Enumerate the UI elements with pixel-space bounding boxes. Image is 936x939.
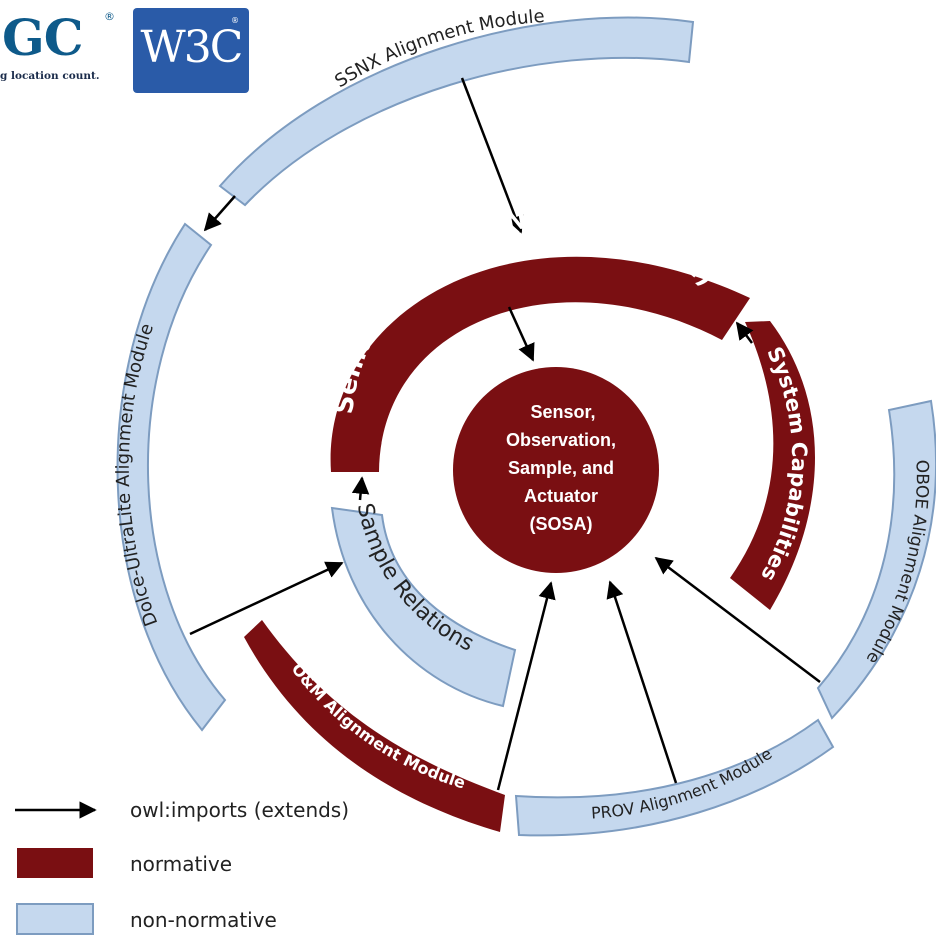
arrow-ssnx-to-dolce — [203, 195, 236, 232]
sosa-line-3: Sample, and — [508, 458, 614, 478]
arrow-dolce-to-sample — [189, 561, 344, 636]
arrow-prov-to-sosa — [606, 580, 678, 784]
ogc-logo: GC ® g location count. — [0, 0, 125, 95]
arrow-syscap-to-ssn — [735, 321, 754, 344]
legend-normative-label: normative — [130, 852, 232, 876]
w3c-logo: W3C ® — [133, 8, 249, 93]
arrow-sample-to-ssn — [351, 476, 370, 501]
w3c-logo-text: W3C — [140, 22, 244, 73]
arrow-ssnx-to-ssn — [460, 77, 524, 234]
arrow-ssn-to-sosa — [507, 306, 535, 362]
sosa-line-2: Observation, — [506, 430, 616, 450]
legend-non-normative-label: non-normative — [130, 908, 277, 932]
ogc-tagline: g location count. — [0, 70, 100, 82]
sosa-core-circle[interactable] — [453, 367, 659, 573]
system-capabilities-segment[interactable] — [730, 321, 815, 610]
ssnx-alignment-segment[interactable] — [218, 16, 695, 207]
dolce-alignment-segment[interactable] — [116, 222, 227, 732]
sample-relations-segment[interactable] — [330, 506, 517, 708]
sosa-line-1: Sensor, — [530, 402, 595, 422]
sosa-line-5: (SOSA) — [530, 514, 593, 534]
import-arrows — [189, 77, 821, 791]
legend: owl:imports (extends) normative non-norm… — [15, 798, 349, 935]
sosa-core-label: Sensor, Observation, Sample, and Actuato… — [506, 402, 616, 534]
prov-alignment-segment[interactable] — [514, 718, 835, 837]
om-alignment-segment[interactable] — [244, 620, 505, 832]
legend-non-normative-swatch — [16, 903, 94, 935]
sosa-line-4: Actuator — [524, 486, 598, 506]
ogc-logo-text: GC — [2, 8, 83, 67]
ssn-segment[interactable] — [330, 256, 750, 472]
arrow-oboe-to-sosa — [654, 556, 821, 683]
ogc-registered-mark: ® — [104, 10, 115, 23]
w3c-registered-mark: ® — [231, 16, 239, 25]
legend-imports-label: owl:imports (extends) — [130, 798, 349, 822]
arrow-om-to-sosa — [496, 581, 556, 791]
oboe-alignment-segment[interactable] — [816, 399, 936, 720]
legend-normative-swatch — [17, 848, 93, 878]
